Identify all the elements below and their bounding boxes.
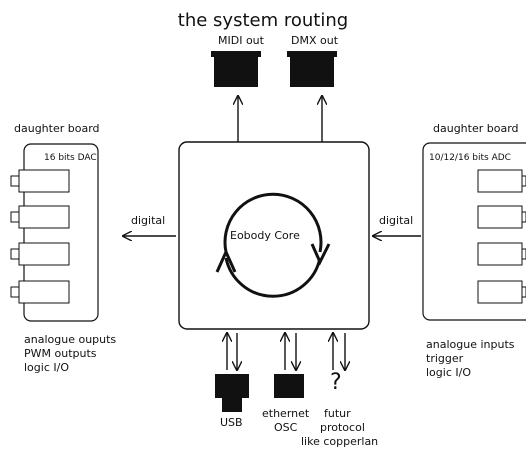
left-desc-2: PWM outputs (24, 347, 97, 360)
dmx-out-label: DMX out (291, 34, 339, 47)
future-question-mark: ? (330, 370, 342, 395)
right-adc-ports (477, 169, 526, 304)
right-board-chip: 10/12/16 bits ADC (429, 153, 511, 163)
right-board-box (422, 142, 526, 321)
right-digital-label: digital (379, 214, 414, 227)
left-dac-ports (10, 169, 70, 304)
usb-connector-icon (215, 374, 249, 412)
osc-label: OSC (274, 421, 298, 434)
ethernet-connector-icon (274, 374, 304, 398)
future-label-1: futur (324, 407, 351, 420)
right-desc-2: trigger (426, 352, 464, 365)
future-label-2: protocol (320, 421, 365, 434)
midi-out-label: MIDI out (218, 34, 264, 47)
right-board-title: daughter board (433, 122, 519, 135)
right-desc-3: logic I/O (426, 366, 471, 379)
left-desc-1: analogue ouputs (24, 333, 117, 346)
left-board-chip: 16 bits DAC (44, 153, 97, 163)
left-digital-label: digital (131, 214, 166, 227)
ethernet-label: ethernet (262, 407, 310, 420)
left-desc-3: logic I/O (24, 361, 69, 374)
diagram-title: the system routing (177, 10, 349, 31)
core-box (178, 141, 370, 330)
cycle-arrows-icon (215, 192, 331, 298)
right-desc-1: analogue inputs (426, 338, 515, 351)
left-board-title: daughter board (14, 122, 100, 135)
midi-connector-icon (211, 51, 261, 87)
usb-label: USB (220, 416, 243, 429)
core-label: Eobody Core (230, 229, 300, 242)
dmx-connector-icon (287, 51, 337, 87)
left-board-box (23, 143, 99, 322)
future-label-3: like copperlan (301, 435, 379, 448)
